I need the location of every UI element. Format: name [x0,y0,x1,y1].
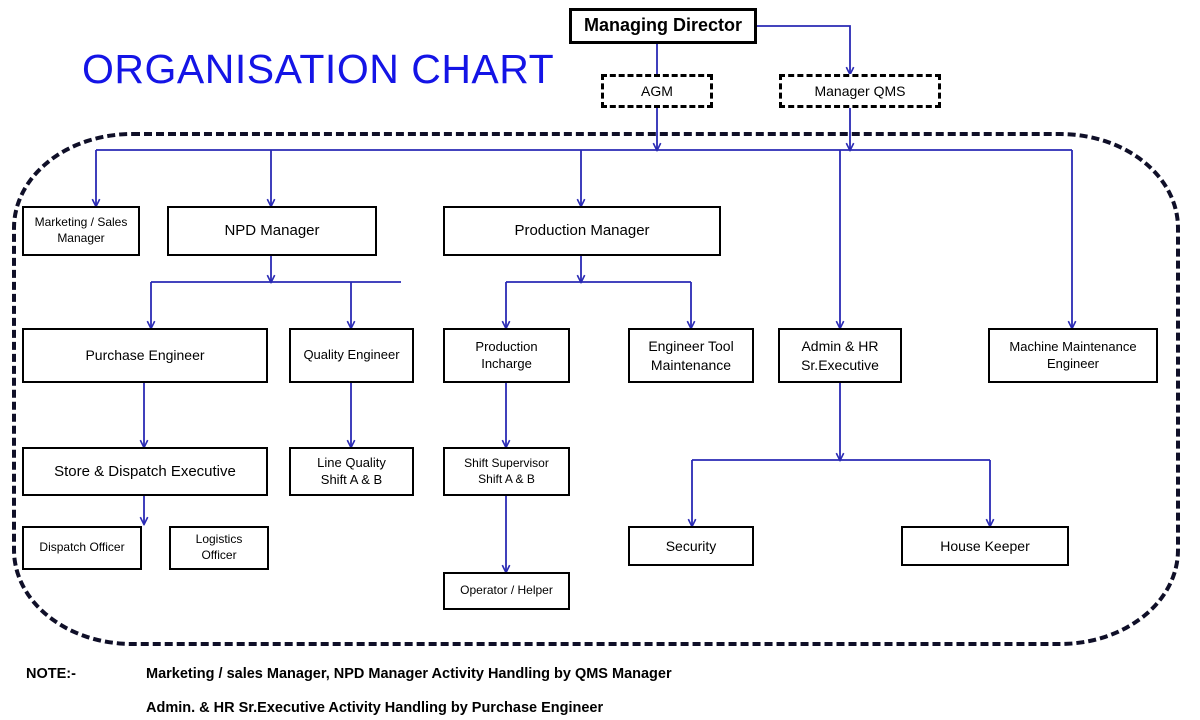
node-label: Dispatch Officer [39,540,125,555]
node-label: Production Manager [514,222,650,240]
node-label: Marketing / Sales Manager [34,215,128,245]
node-label: Admin & HR Sr.Executive [801,338,879,373]
node-label: Production Incharge [475,338,538,371]
node-label: Managing Director [583,15,743,36]
node-label: Shift Supervisor Shift A & B [464,455,549,486]
node-label: Purchase Engineer [85,347,205,364]
note-label: NOTE:- [26,666,76,682]
node-security[interactable]: Security [628,526,754,566]
node-label: Store & Dispatch Executive [54,462,236,480]
node-label: AGM [641,82,673,99]
node-production-manager[interactable]: Production Manager [443,206,721,256]
node-agm[interactable]: AGM [601,74,713,108]
page-title: ORGANISATION CHART [82,46,555,92]
node-marketing-sales-manager[interactable]: Marketing / Sales Manager [22,206,140,256]
node-label: Line Quality Shift A & B [317,454,386,487]
node-machine-maintenance-engineer[interactable]: Machine Maintenance Engineer [988,328,1158,383]
node-purchase-engineer[interactable]: Purchase Engineer [22,328,268,383]
node-label: NPD Manager [224,222,320,240]
node-house-keeper[interactable]: House Keeper [901,526,1069,566]
node-label: Quality Engineer [303,347,400,363]
node-label: Machine Maintenance Engineer [1009,338,1137,371]
company-scope-dashed-region [12,132,1180,646]
node-label: Manager QMS [814,82,906,99]
node-engineer-tool-maintenance[interactable]: Engineer Tool Maintenance [628,328,754,383]
node-label: Engineer Tool Maintenance [648,338,734,373]
node-manager-qms[interactable]: Manager QMS [779,74,941,108]
node-shift-supervisor[interactable]: Shift Supervisor Shift A & B [443,447,570,496]
node-npd-manager[interactable]: NPD Manager [167,206,377,256]
node-store-dispatch-executive[interactable]: Store & Dispatch Executive [22,447,268,496]
node-quality-engineer[interactable]: Quality Engineer [289,328,414,383]
node-dispatch-officer[interactable]: Dispatch Officer [22,526,142,570]
node-admin-hr-sr-executive[interactable]: Admin & HR Sr.Executive [778,328,902,383]
node-label: House Keeper [940,537,1030,554]
node-managing-director[interactable]: Managing Director [569,8,757,44]
node-label: Security [665,537,717,554]
node-label: Logistics Officer [195,532,243,562]
note-line-2: Admin. & HR Sr.Executive Activity Handli… [146,700,604,716]
note-line-1: Marketing / sales Manager, NPD Manager A… [146,666,672,682]
node-logistics-officer[interactable]: Logistics Officer [169,526,269,570]
node-production-incharge[interactable]: Production Incharge [443,328,570,383]
node-operator-helper[interactable]: Operator / Helper [443,572,570,610]
node-label: Operator / Helper [460,583,553,598]
node-line-quality[interactable]: Line Quality Shift A & B [289,447,414,496]
